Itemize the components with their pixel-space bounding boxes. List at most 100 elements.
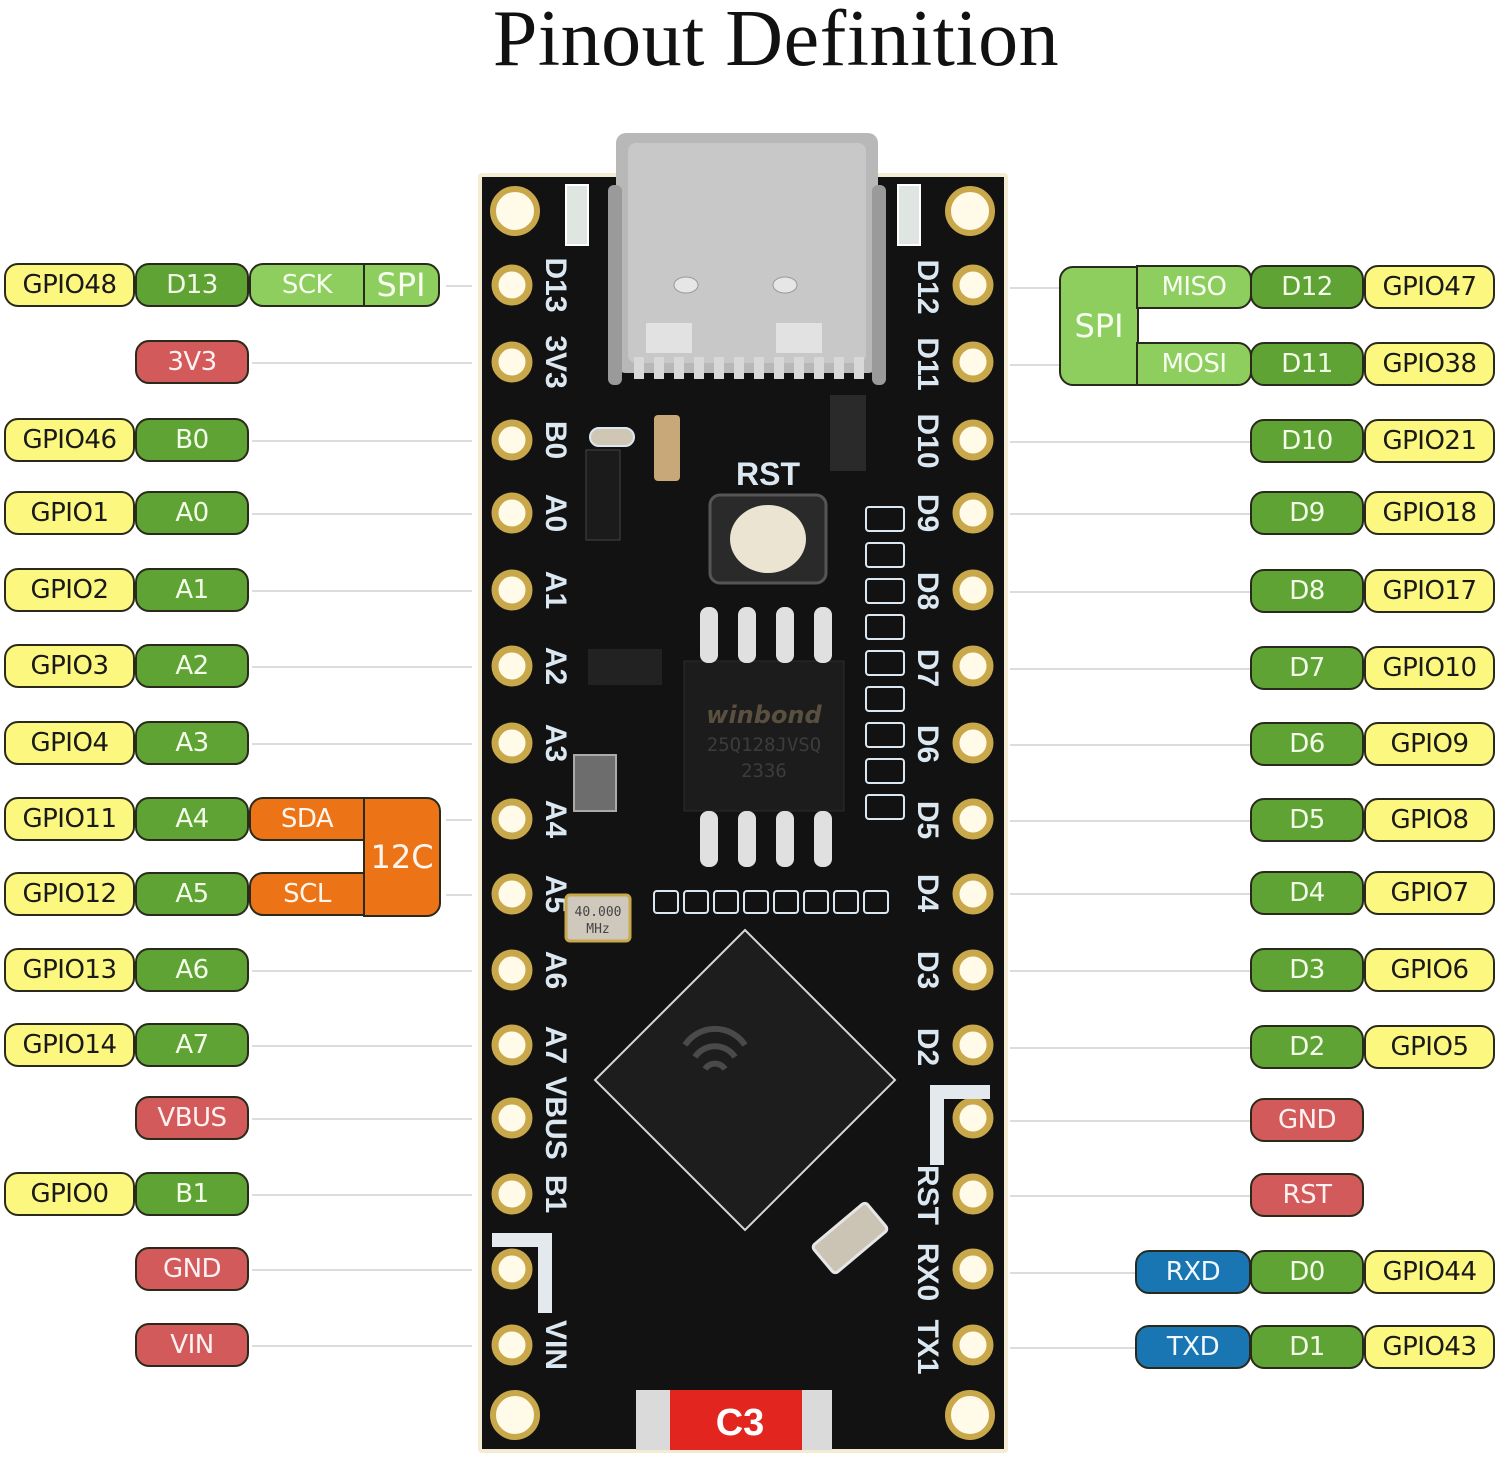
silk-label-left: A2 (539, 647, 572, 685)
pin-pad-right (952, 419, 994, 461)
pin-pad-right (952, 1173, 994, 1215)
page-title: Pinout Definition (492, 0, 1060, 83)
pin-lead-line (1010, 364, 1059, 366)
led-left-icon (565, 184, 589, 246)
function-label: MISO (1136, 265, 1252, 309)
pin-lead-line (1010, 513, 1250, 515)
pin-lead-line (252, 1194, 472, 1196)
pin-pad-left (491, 1097, 533, 1139)
pcb-board: D133V3B0A0A1A2A3A4A5A6A7VBUSB1VIND12D11D… (478, 133, 1008, 1453)
gpio-label: GPIO0 (4, 1172, 135, 1216)
spi-group-label: SPI (1074, 307, 1124, 345)
pin-label: A6 (135, 948, 249, 992)
silk-label-left: A3 (539, 724, 572, 762)
gpio-label: GPIO6 (1364, 948, 1495, 992)
pin-lead-line (252, 362, 472, 364)
pin-lead-line (1010, 591, 1250, 593)
silk-label-right: D5 (911, 801, 944, 839)
pin-lead-line (1010, 1272, 1135, 1274)
i2c-group: 12C (363, 797, 441, 917)
silk-label-left: A1 (539, 571, 572, 609)
pin-lead-line (1010, 893, 1250, 895)
gpio-label: GPIO38 (1364, 342, 1495, 386)
silk-label-right: D7 (911, 649, 944, 687)
silk-label-left: A7 (539, 1026, 572, 1064)
spi-group-left: SPI (362, 263, 440, 307)
pin-lead-line (252, 743, 472, 745)
pin-label: A5 (135, 872, 249, 916)
pin-lead-line (1010, 1347, 1135, 1349)
power-pin-label: 3V3 (135, 340, 249, 384)
silk-label-left: B1 (539, 1175, 572, 1213)
function-label: SDA (249, 797, 365, 841)
silk-label-right: D6 (911, 725, 944, 763)
pin-label: D9 (1250, 491, 1364, 535)
silk-label-right: D3 (911, 951, 944, 989)
gpio-label: GPIO1 (4, 491, 135, 535)
pin-pad-left (491, 341, 533, 383)
pin-pad-left (491, 722, 533, 764)
silk-label-right: D12 (911, 259, 944, 314)
gpio-label: GPIO46 (4, 418, 135, 462)
gpio-label: GPIO14 (4, 1023, 135, 1067)
pin-pad-right (952, 1324, 994, 1366)
silk-label-left: D13 (539, 257, 572, 312)
gpio-label: GPIO17 (1364, 569, 1495, 613)
pin-label: D2 (1250, 1025, 1364, 1069)
gpio-label: GPIO8 (1364, 798, 1495, 842)
power-pin-label: RST (1250, 1173, 1364, 1217)
function-label: SCK (249, 263, 365, 307)
pin-label: A1 (135, 568, 249, 612)
pin-lead-line (252, 1045, 472, 1047)
gpio-label: GPIO44 (1364, 1250, 1495, 1294)
reset-silk-label: RST (736, 456, 800, 492)
pin-lead-line (252, 513, 472, 515)
mounting-holes (490, 186, 995, 1440)
usb-c-connector-icon (608, 133, 886, 385)
spi-group-label: SPI (376, 266, 426, 304)
pin-pad-left (491, 1324, 533, 1366)
pin-lead-line (1010, 744, 1250, 746)
castellated-pads (491, 264, 994, 1366)
pin-pad-right (952, 1248, 994, 1290)
spi-group-right: SPI (1059, 266, 1139, 386)
gpio-label: GPIO43 (1364, 1325, 1495, 1369)
pin-pad-left (491, 645, 533, 687)
pin-pad-right (952, 492, 994, 534)
rtc-crystal (811, 1201, 889, 1275)
pin-lead-line (1010, 820, 1250, 822)
power-pin-label: VBUS (135, 1096, 249, 1140)
pin-lead-line (1010, 287, 1059, 289)
silk-label-left: A6 (539, 951, 572, 989)
pin-pad-left (491, 264, 533, 306)
pin-pad-right (952, 949, 994, 991)
silk-label-right: D10 (911, 413, 944, 468)
function-label: MOSI (1136, 342, 1252, 386)
flash-chip: winbond 25Q128JVSQ 2336 (683, 660, 845, 812)
gpio-label: GPIO9 (1364, 722, 1495, 766)
pin-pad-left (491, 1248, 533, 1290)
silk-label-right: D9 (911, 494, 944, 532)
gpio-label: GPIO47 (1364, 265, 1495, 309)
gpio-label: GPIO48 (4, 263, 135, 307)
pin-pad-right (952, 264, 994, 306)
usb-pins (634, 357, 864, 379)
pin-pad-right (952, 1024, 994, 1066)
pin-pad-left (491, 1024, 533, 1066)
gpio-label: GPIO5 (1364, 1025, 1495, 1069)
i2c-group-label: 12C (370, 838, 434, 876)
pin-lead-line (252, 1118, 472, 1120)
crystal-oscillator: 40.000 MHz (564, 893, 632, 943)
flash-part: 25Q128JVSQ (707, 734, 821, 756)
pin-label: D13 (135, 263, 249, 307)
gpio-label: GPIO12 (4, 872, 135, 916)
pin-label: D8 (1250, 569, 1364, 613)
silk-label-right: D2 (911, 1028, 944, 1066)
silk-label-left: A0 (539, 494, 572, 532)
pin-lead-line (1010, 441, 1250, 443)
pin-lead-line (1010, 970, 1250, 972)
pin-label: B1 (135, 1172, 249, 1216)
silk-label-left: B0 (539, 421, 572, 459)
silk-label-right: RX0 (911, 1243, 944, 1301)
pin-pad-left (491, 949, 533, 991)
